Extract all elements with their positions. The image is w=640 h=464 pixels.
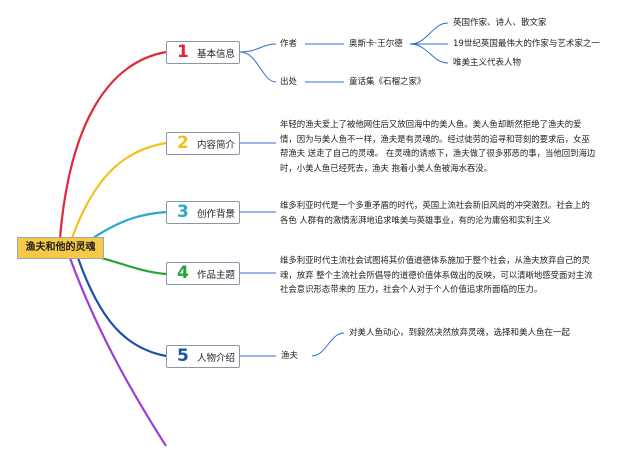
topic-label: 基本信息 [197,48,236,60]
topic-label: 作品主题 [197,269,236,281]
branch-1 [58,50,167,239]
theme-text[interactable]: 维多利亚时代主流社会试图将其价值道德体系施加于整个社会，从渔夫放弃自己的灵魂，放… [280,255,593,294]
topic-summary[interactable]: 2 内容简介 [166,132,240,155]
background-text[interactable]: 维多利亚时代是一个多重矛盾的时代，英国上流社会新旧风尚的冲突激烈。社会上的各色 … [280,200,590,225]
summary-text[interactable]: 年轻的渔夫爱上了被他网住后又放回海中的美人鱼。美人鱼却断然拒绝了渔夫的爱情，因为… [280,119,596,173]
branch-3 [89,210,167,241]
topic-label: 人物介绍 [197,352,236,364]
author-note[interactable]: 19世纪英国最伟大的作家与艺术家之一 [453,39,600,49]
topic-label: 内容简介 [197,139,236,151]
character-name[interactable]: 渔夫 [281,351,299,361]
topic-number: 2 [177,133,189,153]
root-topic[interactable]: 渔夫和他的灵魂 [17,237,104,259]
author-label[interactable]: 作者 [280,39,298,49]
branch-5 [76,257,167,358]
topic-number: 3 [177,202,189,222]
topic-background[interactable]: 3 创作背景 [166,201,240,224]
topic-number: 4 [177,263,189,283]
author-name[interactable]: 奥斯卡·王尔德 [349,39,403,49]
branch-2 [70,141,167,239]
source-value[interactable]: 童话集《石榴之家》 [349,77,426,87]
author-note[interactable]: 英国作家、诗人、散文家 [453,18,547,28]
topic-basic-info[interactable]: 1 基本信息 [166,41,240,64]
source-label[interactable]: 出处 [280,77,298,87]
topic-number: 1 [177,42,189,62]
character-note[interactable]: 对美人鱼动心，到毅然决然放弃灵魂，选择和美人鱼在一起 [349,328,571,338]
topic-number: 5 [177,346,189,366]
topic-theme[interactable]: 4 作品主题 [166,262,240,285]
topic-label: 创作背景 [197,208,236,220]
branch-extra [68,257,167,447]
author-note[interactable]: 唯美主义代表人物 [453,58,522,68]
topic-characters[interactable]: 5 人物介绍 [166,345,240,368]
